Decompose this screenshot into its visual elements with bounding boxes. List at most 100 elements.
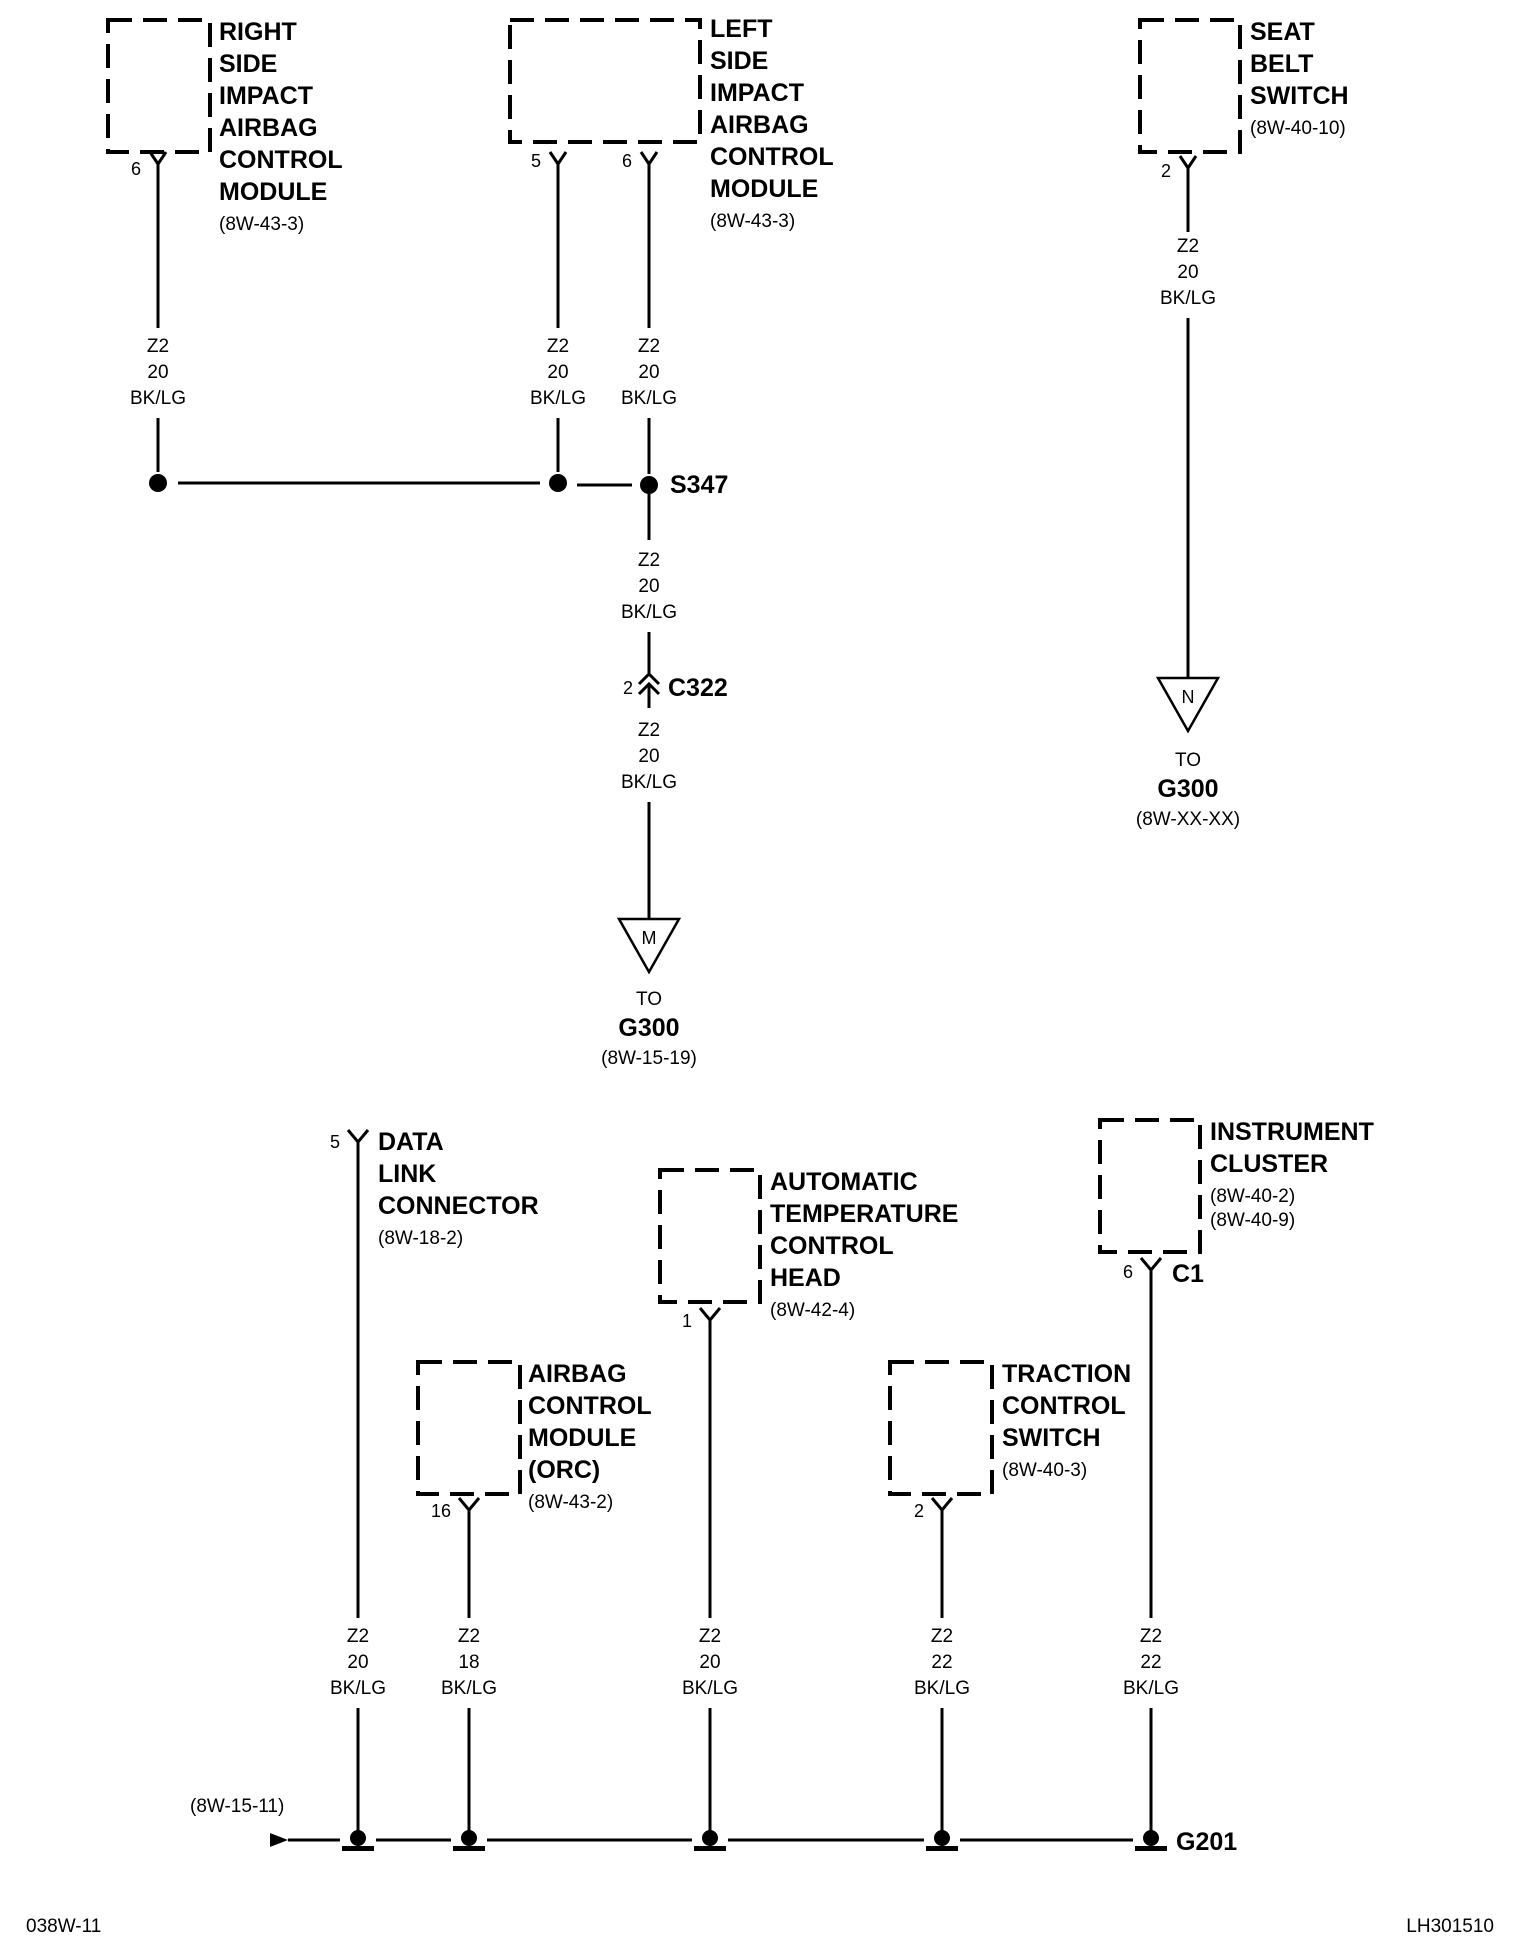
wire-gauge: 22 [1140, 1652, 1161, 1673]
component-label-line: SEAT [1250, 18, 1315, 46]
component-box [658, 1168, 762, 1304]
wire-gauge: 20 [699, 1652, 720, 1673]
wire-label-ic: Z2 22 BK/LG [1123, 1626, 1179, 1699]
component-box [416, 1360, 522, 1496]
wire-circuit: Z2 [547, 336, 569, 357]
bus-source-ref: (8W-15-11) [190, 1796, 284, 1817]
component-label-line: RIGHT [219, 18, 297, 46]
component-label-line: CLUSTER [1210, 1150, 1328, 1178]
ground-eyelet [350, 1830, 366, 1846]
component-label-line: SWITCH [1002, 1424, 1101, 1452]
component-ref: (8W-40-3) [1002, 1460, 1087, 1481]
connector-pin-symbol [1139, 1257, 1163, 1273]
wire-color: BK/LG [441, 1678, 497, 1699]
traction-control-switch: 2 TRACTION CONTROL SWITCH (8W-40-3) [888, 1360, 1131, 1618]
component-label-line: AIRBAG [528, 1360, 627, 1388]
component-label-line: INSTRUMENT [1210, 1118, 1374, 1146]
component-label-line: (ORC) [528, 1456, 600, 1484]
component-label-line: SIDE [710, 47, 768, 75]
pin-number: 2 [914, 1501, 924, 1521]
connector-pin-symbol [1178, 155, 1198, 171]
wire-gauge: 20 [547, 362, 568, 383]
wire-color: BK/LG [130, 388, 186, 409]
component-label-line: LINK [378, 1160, 436, 1188]
component-label-line: MODULE [528, 1424, 636, 1452]
component-box [888, 1360, 994, 1496]
component-label-line: IMPACT [710, 79, 804, 107]
ground-eyelet-base [1135, 1846, 1167, 1851]
component-ref: (8W-42-4) [770, 1300, 855, 1321]
wire-label-tcs: Z2 22 BK/LG [914, 1626, 970, 1699]
connector-pin-symbol [457, 1497, 481, 1513]
ground-eyelet [934, 1830, 950, 1846]
wire-circuit: Z2 [147, 336, 169, 357]
component-label-line: DATA [378, 1128, 444, 1156]
connector-pin-symbol [346, 1129, 370, 1145]
wire-gauge: 20 [1177, 262, 1198, 283]
wire-color: BK/LG [621, 388, 677, 409]
component-label-line: AIRBAG [710, 111, 809, 139]
component-ref: (8W-40-10) [1250, 118, 1346, 139]
pin-number: 5 [531, 151, 541, 171]
component-label-line: CONTROL [710, 143, 834, 171]
component-label-line: TEMPERATURE [770, 1200, 958, 1228]
left-side-impact-airbag-module: 5 6 LEFT SIDE IMPACT AIRBAG CONTROL MODU… [508, 15, 834, 328]
instrument-cluster: 6 C1 INSTRUMENT CLUSTER (8W-40-2) (8W-40… [1098, 1118, 1374, 1618]
wire-gauge: 20 [638, 576, 659, 597]
component-box [1138, 18, 1242, 154]
connector-label: C1 [1172, 1260, 1204, 1288]
bus-arrow [270, 1833, 288, 1847]
wire-color: BK/LG [1160, 288, 1216, 309]
component-ref: (8W-18-2) [378, 1228, 463, 1249]
ground-name: G300 [618, 1014, 679, 1042]
wire-gauge: 20 [347, 1652, 368, 1673]
ground-n-g300: N TO G300 (8W-XX-XX) [1136, 676, 1240, 830]
wire-label-c322-down: Z2 20 BK/LG [621, 720, 677, 793]
seat-belt-switch: 2 SEAT BELT SWITCH (8W-40-10) [1138, 18, 1349, 232]
wire-color: BK/LG [621, 772, 677, 793]
component-label-line: CONTROL [219, 146, 343, 174]
ground-label: G201 [1176, 1828, 1237, 1856]
ground-name: G300 [1157, 775, 1218, 803]
pin-number: 1 [682, 1311, 692, 1331]
automatic-temperature-control-head: 1 AUTOMATIC TEMPERATURE CONTROL HEAD (8W… [658, 1168, 958, 1618]
wire-label-rs-top: Z2 20 BK/LG [130, 336, 186, 409]
ground-m-g300: M TO G300 (8W-15-19) [601, 917, 697, 1069]
wire-label-s347-down: Z2 20 BK/LG [621, 550, 677, 623]
component-box [508, 18, 702, 144]
pin-number: 5 [330, 1132, 340, 1152]
connector-c322: 2 C322 [623, 671, 728, 702]
connector-pin-symbol [698, 1307, 722, 1323]
splice-label: S347 [670, 471, 728, 499]
pin-number: 2 [623, 678, 633, 698]
component-ref: (8W-43-3) [710, 211, 795, 232]
wire-color: BK/LG [914, 1678, 970, 1699]
ground-ref: (8W-XX-XX) [1136, 809, 1240, 830]
wire-color: BK/LG [682, 1678, 738, 1699]
ground-eyelet-base [926, 1846, 958, 1851]
component-ref: (8W-40-9) [1210, 1210, 1295, 1231]
ground-triangle [1155, 676, 1221, 734]
pin-number: 2 [1161, 161, 1171, 181]
component-label-line: SWITCH [1250, 82, 1349, 110]
wire-circuit: Z2 [1177, 236, 1199, 257]
wire-circuit: Z2 [1140, 1626, 1162, 1647]
connector-label: C322 [668, 674, 728, 702]
connector-pin-symbol [930, 1497, 954, 1513]
wire-circuit: Z2 [347, 1626, 369, 1647]
splice-dot [549, 474, 567, 492]
pin-number: 6 [1123, 1262, 1133, 1282]
wire-gauge: 22 [931, 1652, 952, 1673]
component-label-line: BELT [1250, 50, 1313, 78]
ground-eyelet [461, 1830, 477, 1846]
wire-label-ls6-top: Z2 20 BK/LG [621, 336, 677, 409]
splice-dot [640, 476, 658, 494]
ground-to: TO [636, 989, 662, 1010]
connector-symbol [637, 671, 661, 686]
component-label-line: TRACTION [1002, 1360, 1131, 1388]
ground-eyelet-base [342, 1846, 374, 1851]
ground-eyelet-base [694, 1846, 726, 1851]
wire-circuit: Z2 [458, 1626, 480, 1647]
airbag-control-module-orc: 16 AIRBAG CONTROL MODULE (ORC) (8W-43-2) [416, 1360, 652, 1618]
